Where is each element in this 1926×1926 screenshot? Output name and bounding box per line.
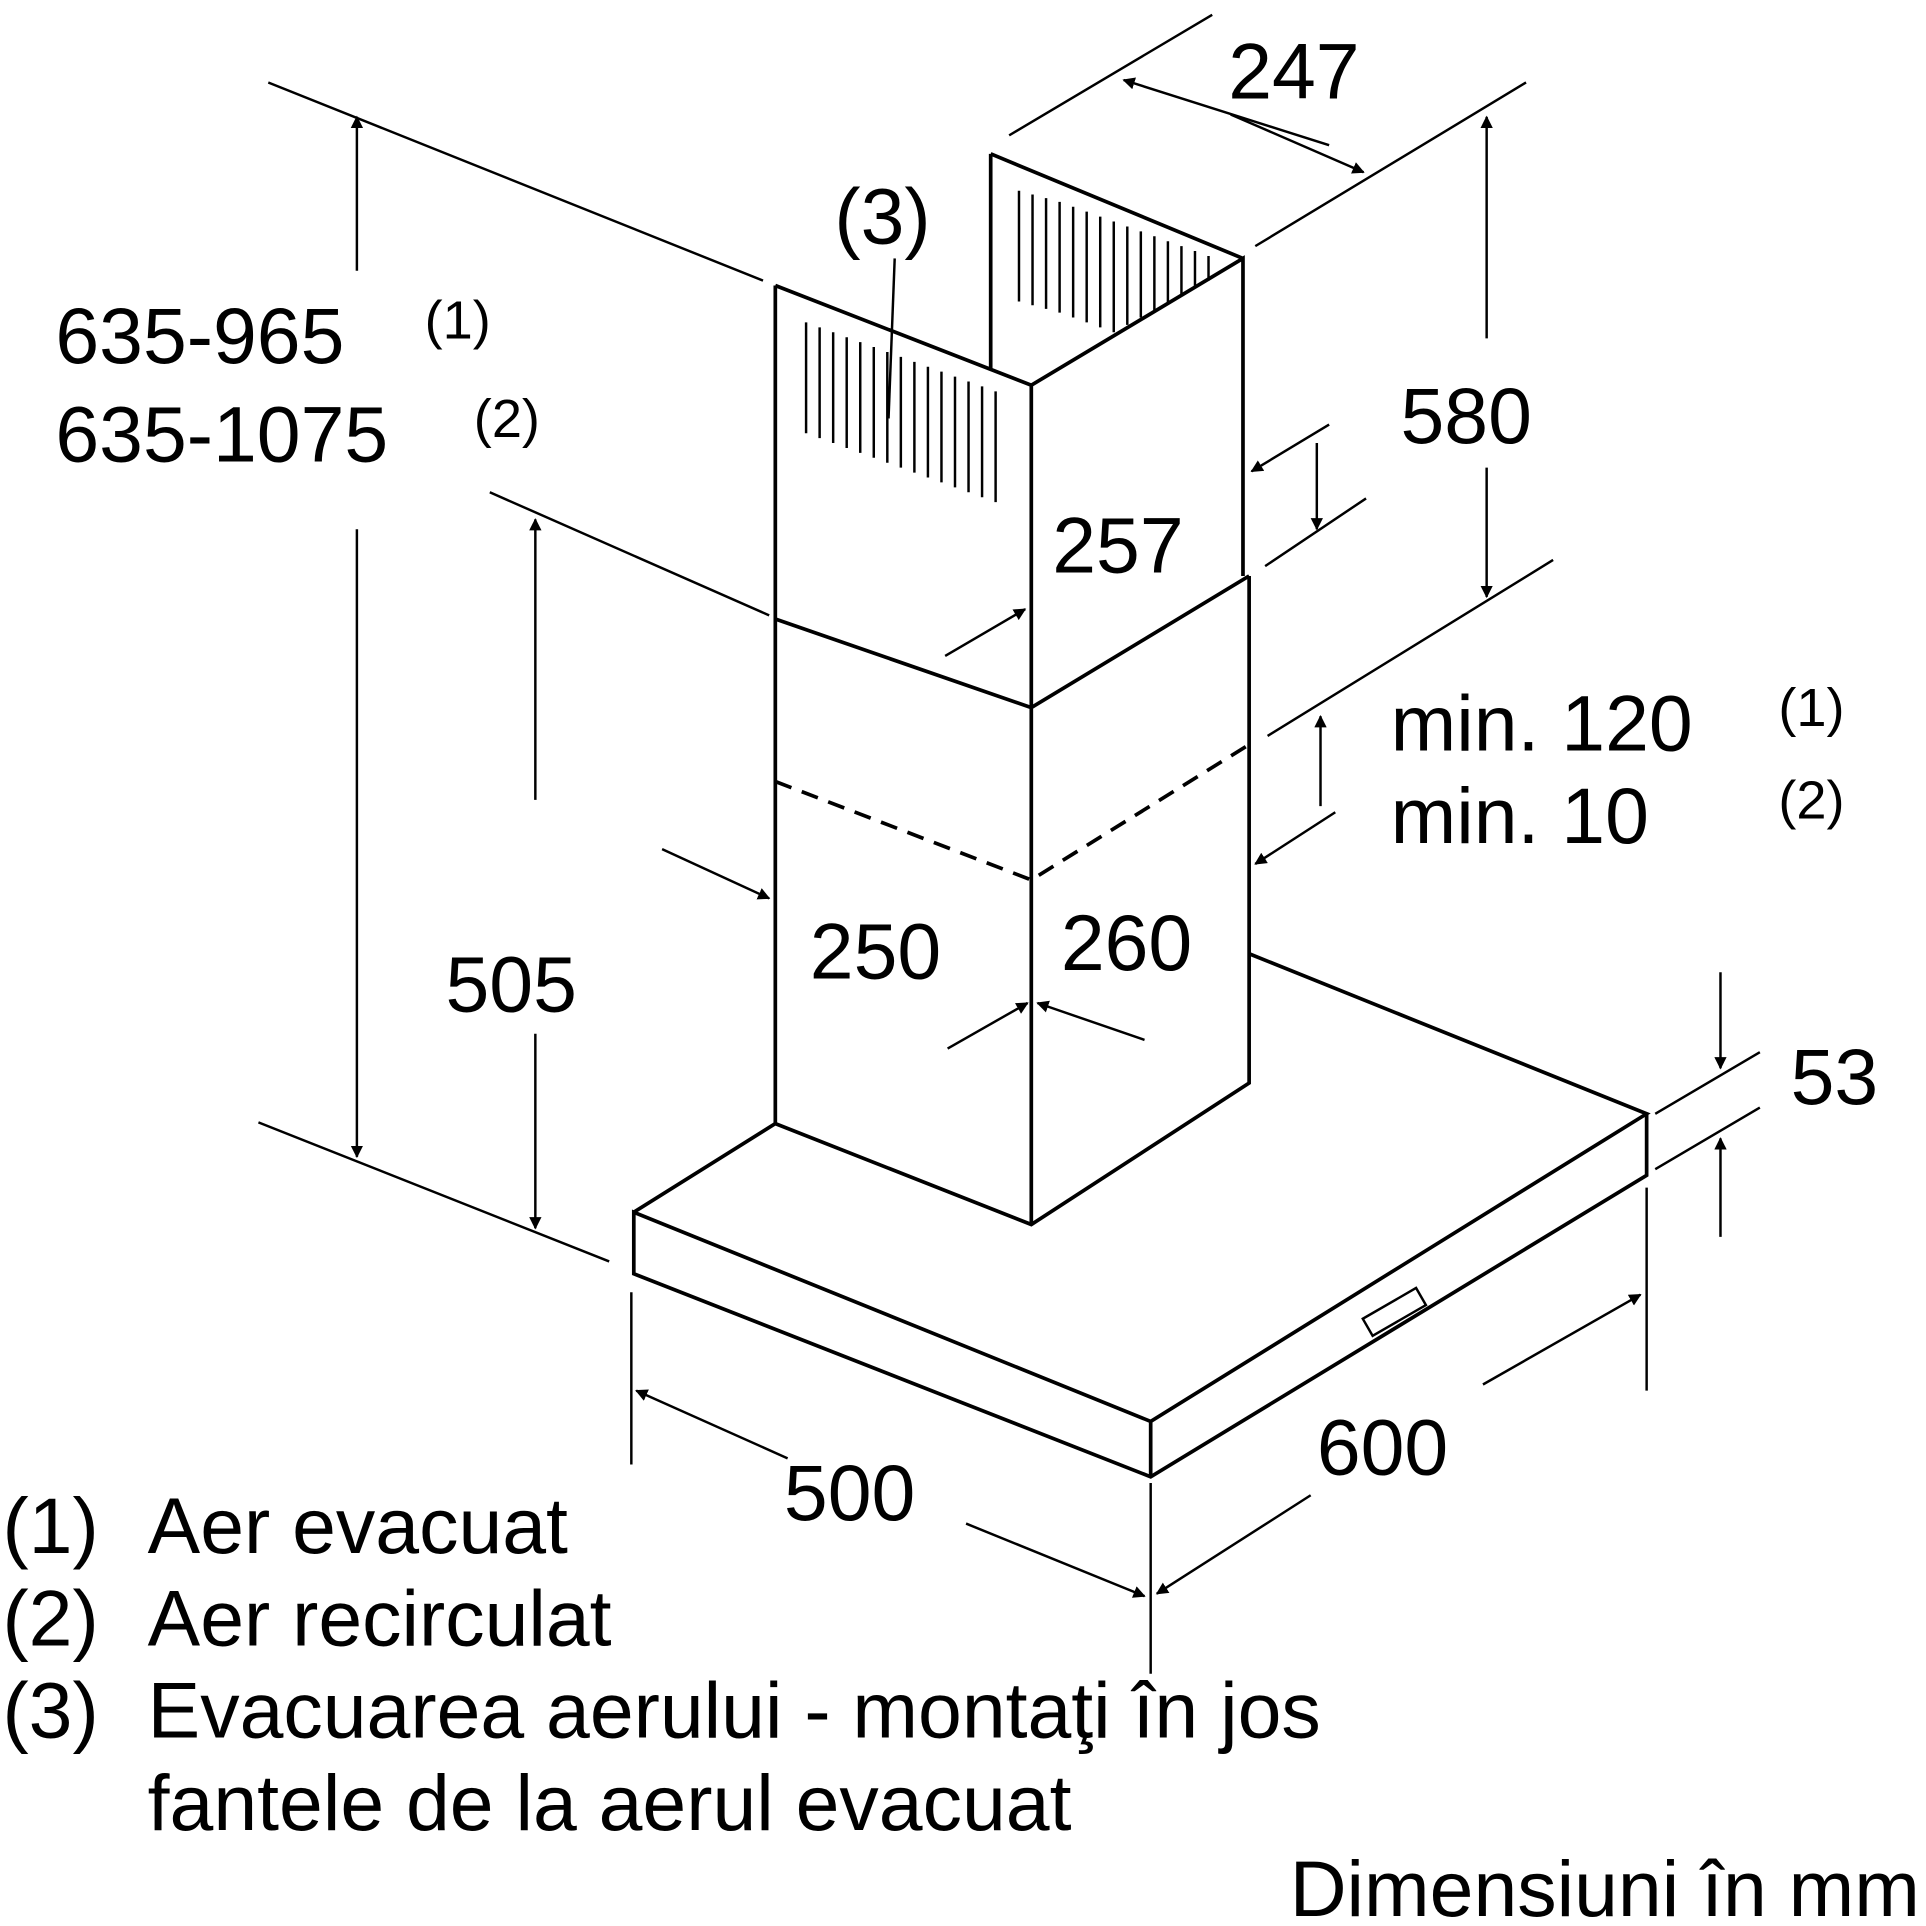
legend-text: Aer recirculat [148, 1574, 612, 1662]
dimension-lines [257, 13, 1761, 1674]
total-height-recirc-label: 635-1075 [55, 391, 388, 479]
note-marker: (1) [425, 290, 491, 350]
upper-height-label: 580 [1401, 372, 1532, 460]
legend-number: (1) [2, 1482, 98, 1570]
lower-depth-label: 260 [1061, 899, 1192, 987]
hood-body [631, 952, 1651, 1479]
hood-thickness-label: 53 [1791, 1033, 1879, 1121]
upper-width-label: 257 [1052, 501, 1183, 589]
upper-depth-label: 247 [1228, 27, 1359, 115]
units-note: Dimensiuni în mm [1290, 1845, 1920, 1926]
overlap-recirc-label: min. 10 [1391, 772, 1649, 860]
lower-width-label: 250 [810, 907, 941, 995]
note-marker: (1) [1778, 678, 1844, 738]
legend-text: fantele de la aerul evacuat [148, 1759, 1072, 1847]
lower-height-label: 505 [446, 941, 577, 1029]
total-height-exhaust-label: 635-965 [55, 292, 344, 380]
legend-text: Aer evacuat [148, 1482, 568, 1570]
note-marker: (2) [474, 389, 540, 449]
exhaust-slots-front [804, 322, 997, 503]
upper-chimney [773, 152, 1245, 708]
note-marker: (2) [1778, 770, 1844, 830]
exhaust-slots-back [1017, 190, 1210, 333]
callout-3-label: (3) [834, 173, 930, 261]
control-panel-icon [1361, 1286, 1428, 1338]
legend-number: (2) [2, 1574, 98, 1662]
lower-chimney [773, 574, 1251, 1227]
hood-depth-label: 500 [784, 1449, 915, 1537]
legend: (1) Aer evacuat (2) Aer recirculat (3) E… [2, 1482, 1320, 1847]
overlap-exhaust-label: min. 120 [1391, 680, 1693, 768]
hood-width-label: 600 [1317, 1403, 1448, 1491]
legend-text: Evacuarea aerului - montaţi în jos [148, 1667, 1321, 1755]
legend-number: (3) [2, 1667, 98, 1755]
